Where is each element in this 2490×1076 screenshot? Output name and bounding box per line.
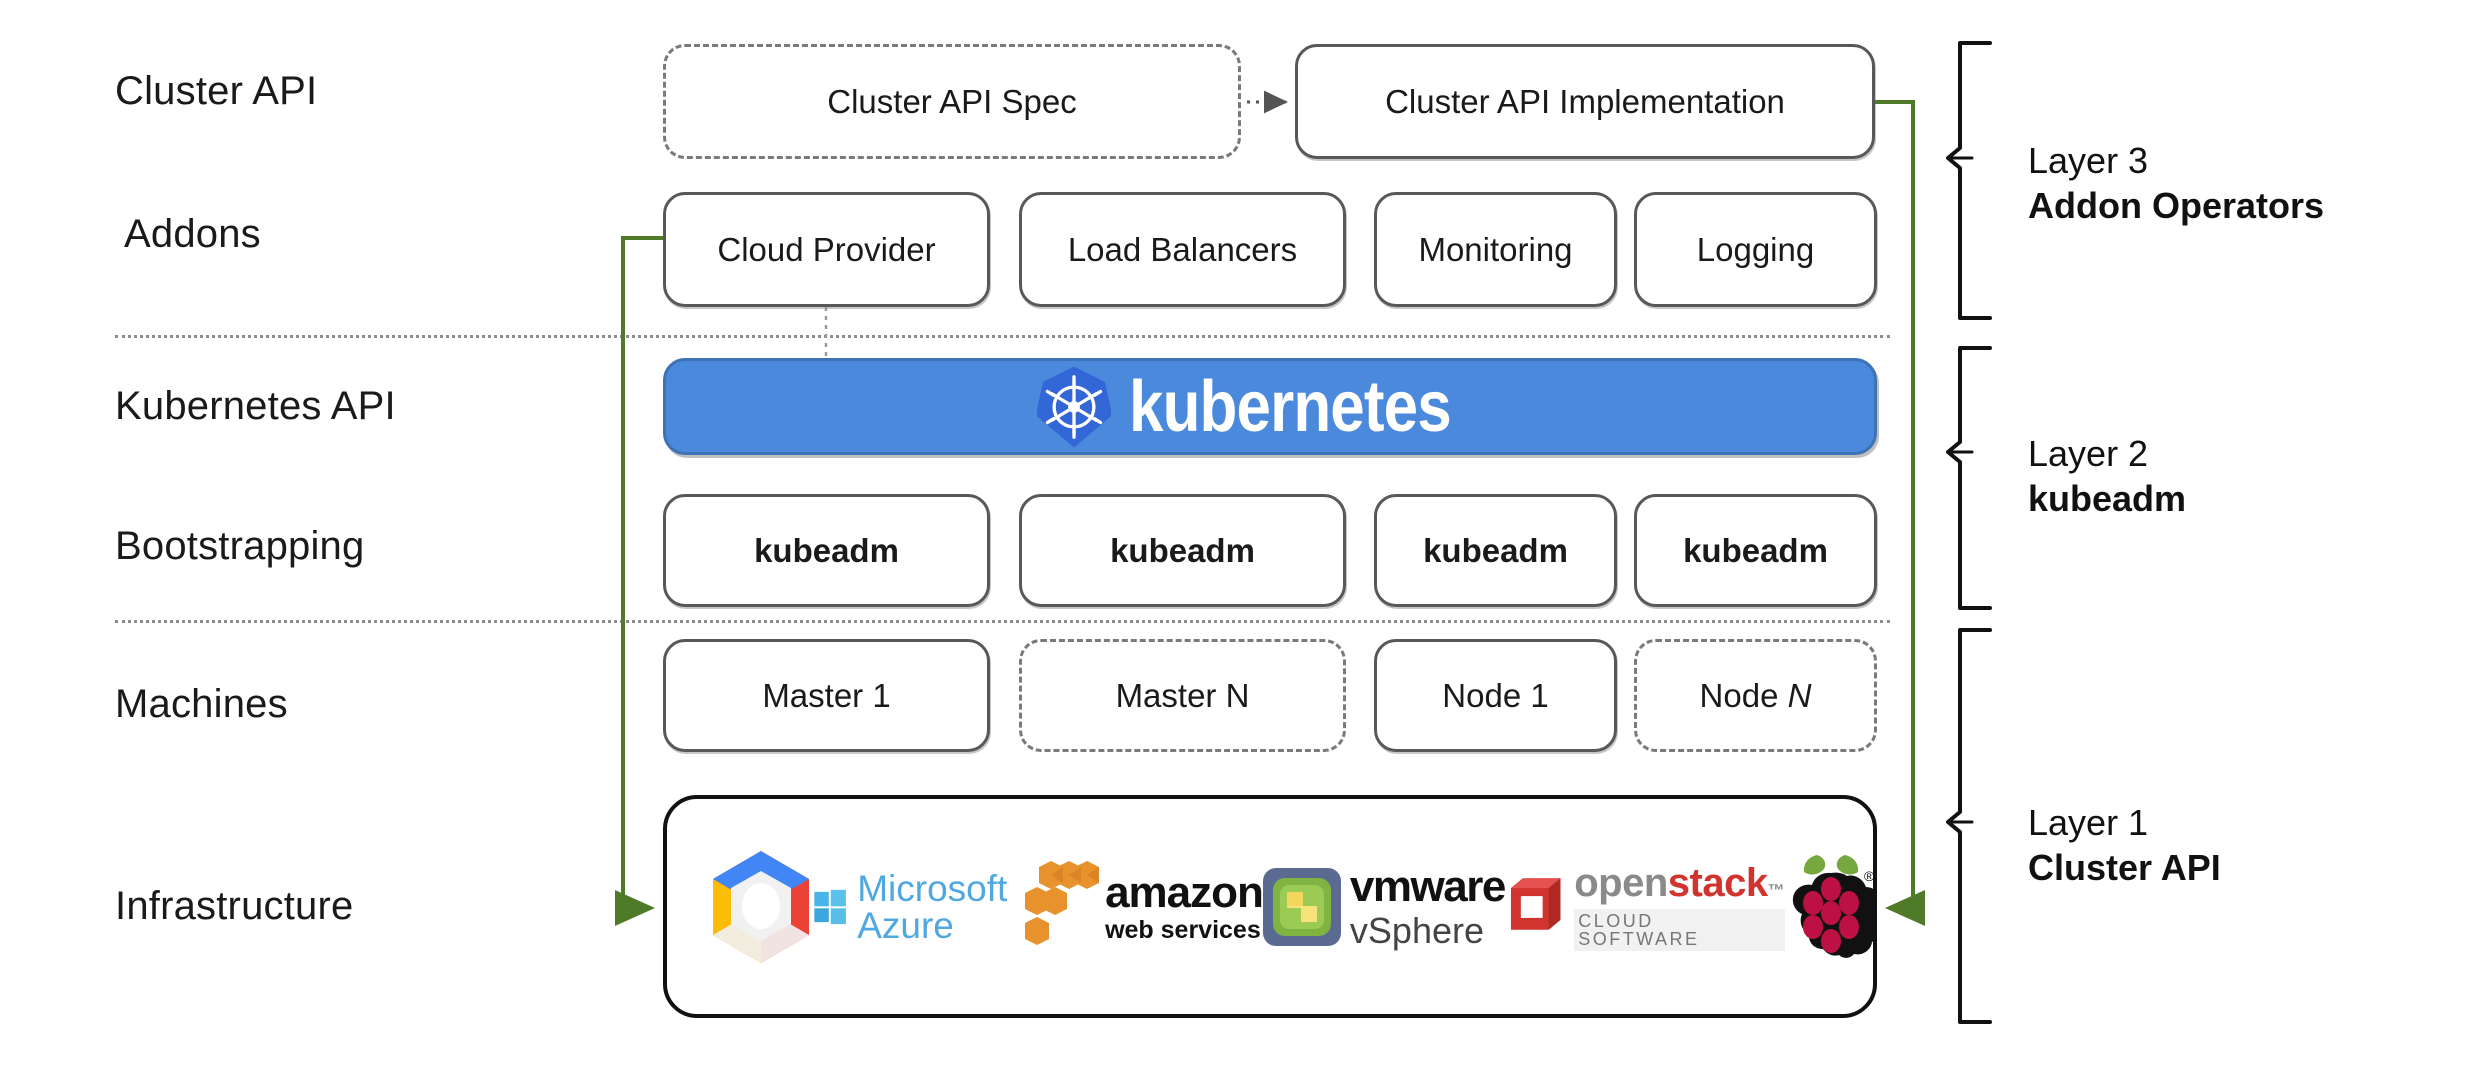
raspberry-pi-icon: ® — [1792, 854, 1877, 958]
machine-label: Node 1 — [1442, 676, 1549, 714]
svg-text:®: ® — [1864, 868, 1875, 884]
cluster-api-implementation-box[interactable]: Cluster API Implementation — [1295, 44, 1875, 159]
layer-1-line2: Cluster API — [2028, 847, 2221, 888]
azure-logo[interactable]: Microsoft Azure — [813, 870, 1025, 944]
machine-label: Master N — [1115, 676, 1250, 714]
cluster-api-implementation-label: Cluster API Implementation — [1385, 82, 1785, 120]
openstack-box-icon — [1510, 877, 1561, 930]
green-arrow-right — [1875, 100, 1925, 926]
machine-box-node-n[interactable]: Node N — [1634, 639, 1877, 752]
layer-2-line1: Layer 2 — [2028, 433, 2149, 474]
aws-label: amazon — [1105, 867, 1264, 917]
raspberry-pi-logo[interactable]: ® — [1785, 851, 1877, 963]
openstack-logo[interactable]: openstack™ CLOUD SOFTWARE — [1505, 863, 1785, 951]
bootstrap-label: kubeadm — [754, 531, 899, 569]
machine-label-prefix: Node — [1699, 676, 1788, 714]
openstack-sublabel: CLOUD SOFTWARE — [1574, 908, 1785, 951]
brace-layer-2 — [1946, 346, 1992, 610]
separator-layer3-layer2 — [115, 335, 1890, 338]
bootstrap-box-4[interactable]: kubeadm — [1634, 494, 1877, 607]
layer-1-line1: Layer 1 — [2028, 802, 2149, 843]
brace-layer-3 — [1946, 41, 1992, 320]
cluster-api-spec-box[interactable]: Cluster API Spec — [663, 44, 1241, 159]
row-label-cluster-api: Cluster API — [115, 69, 318, 113]
layer-3-line2: Addon Operators — [2028, 185, 2325, 226]
row-label-addons: Addons — [124, 212, 261, 256]
machine-box-master-1[interactable]: Master 1 — [663, 639, 990, 752]
layer-label-3: Layer 3 Addon Operators — [2028, 138, 2324, 228]
addon-box-monitoring[interactable]: Monitoring — [1374, 192, 1617, 307]
machine-box-node-1[interactable]: Node 1 — [1374, 639, 1617, 752]
addon-box-cloud-provider[interactable]: Cloud Provider — [663, 192, 990, 307]
addon-label: Cloud Provider — [717, 230, 936, 268]
layer-label-1: Layer 1 Cluster API — [2028, 800, 2221, 890]
bootstrap-box-1[interactable]: kubeadm — [663, 494, 990, 607]
machine-box-master-n[interactable]: Master N — [1019, 639, 1346, 752]
kubernetes-banner[interactable]: kubernetes — [663, 358, 1877, 455]
row-label-bootstrapping: Bootstrapping — [115, 524, 365, 568]
row-label-kubernetes-api: Kubernetes API — [115, 384, 396, 428]
addon-label: Monitoring — [1418, 230, 1573, 268]
layer-2-line2: kubeadm — [2028, 478, 2187, 519]
gcp-hexagon-icon — [713, 850, 809, 963]
machine-label-italic-n: N — [1787, 676, 1812, 714]
green-arrow-left — [615, 236, 663, 926]
infrastructure-container[interactable]: Microsoft Azure amaz — [663, 795, 1877, 1018]
addon-box-logging[interactable]: Logging — [1634, 192, 1877, 307]
openstack-label: openstack™ — [1574, 860, 1785, 905]
machine-label-node-n: Node N — [1700, 677, 1812, 715]
machine-label: Master 1 — [762, 676, 891, 714]
azure-label: Microsoft Azure — [857, 867, 1008, 946]
bootstrap-label: kubeadm — [1110, 531, 1255, 569]
layer-3-line1: Layer 3 — [2028, 140, 2149, 181]
bootstrap-label: kubeadm — [1683, 531, 1828, 569]
vsphere-sublabel: vSphere — [1349, 909, 1484, 951]
aws-logo[interactable]: amazon web services — [1025, 859, 1264, 955]
vsphere-icon — [1262, 867, 1341, 946]
aws-cubes-icon — [1025, 860, 1100, 945]
aws-sublabel: web services — [1105, 915, 1261, 944]
addon-label: Load Balancers — [1067, 230, 1298, 268]
row-label-infrastructure: Infrastructure — [115, 884, 354, 928]
kubernetes-wordmark: kubernetes — [1128, 366, 1452, 447]
bootstrap-box-3[interactable]: kubeadm — [1374, 494, 1617, 607]
gcp-logo[interactable] — [709, 849, 813, 965]
row-label-machines: Machines — [115, 682, 288, 726]
separator-layer2-layer1 — [115, 620, 1890, 623]
vmware-vsphere-logo[interactable]: vmware vSphere — [1262, 861, 1506, 951]
bootstrap-label: kubeadm — [1423, 531, 1568, 569]
microsoft-window-icon — [814, 889, 846, 924]
vmware-label: vmware — [1349, 861, 1506, 911]
layer-label-2: Layer 2 kubeadm — [2028, 431, 2186, 521]
addon-label: Logging — [1696, 230, 1815, 268]
brace-layer-1 — [1946, 628, 1992, 1024]
bootstrap-box-2[interactable]: kubeadm — [1019, 494, 1346, 607]
addon-box-load-balancers[interactable]: Load Balancers — [1019, 192, 1346, 307]
cluster-api-spec-label: Cluster API Spec — [827, 82, 1077, 120]
kubernetes-helm-icon — [1035, 365, 1113, 449]
